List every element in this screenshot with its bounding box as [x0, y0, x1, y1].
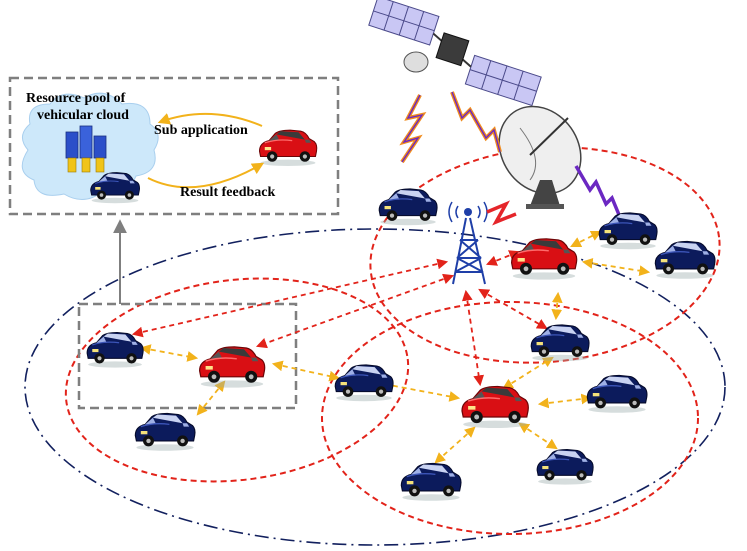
satellite-dish-icon [498, 105, 582, 209]
car-icon [134, 412, 196, 452]
car-icon [198, 346, 266, 388]
car-icon [536, 448, 594, 486]
lightning-icon [450, 91, 502, 153]
resource-pool-title-line1: Resource pool of [26, 91, 126, 106]
resource-pool-panel: Resource pool of vehicular cloud Sub app… [8, 76, 340, 216]
car-icon [400, 462, 462, 502]
v2v-links [139, 231, 651, 464]
car-icon [598, 212, 658, 250]
car-icon [510, 238, 578, 280]
result-feedback-label: Result feedback [180, 185, 275, 200]
lightning-icon [399, 94, 427, 164]
car-icon [530, 324, 590, 362]
cell-tower-icon [448, 201, 488, 285]
red-links [131, 250, 548, 387]
server-icon [65, 125, 107, 173]
car-icon [586, 374, 648, 414]
coverage-ellipse [24, 228, 726, 546]
car-icon [461, 385, 530, 428]
car-icon [654, 240, 716, 280]
car-icon [334, 364, 394, 402]
cluster-circle-bottom [321, 301, 699, 535]
resource-pool-title-line2: vehicular cloud [37, 108, 129, 123]
sub-application-label: Sub application [154, 123, 248, 138]
lightning-icon [574, 165, 624, 223]
selected-cluster-box [77, 302, 298, 410]
satellite-icon [368, 0, 542, 107]
car-icon [86, 331, 144, 368]
lightning-icon [486, 200, 517, 226]
car-icon [378, 188, 438, 226]
